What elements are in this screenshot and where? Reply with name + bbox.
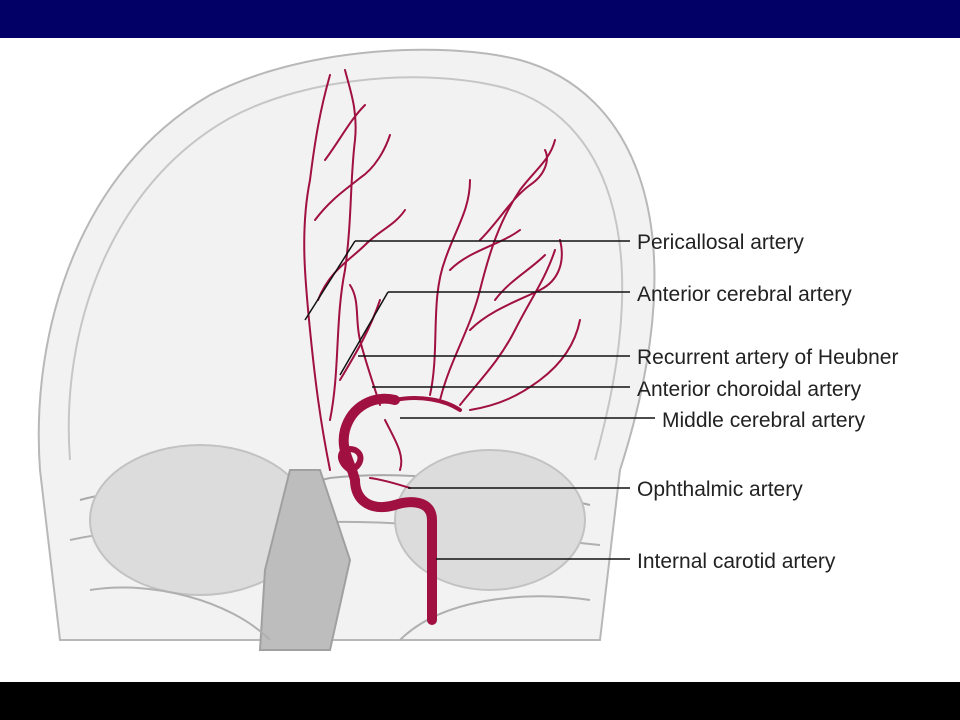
label-anterior-cerebral-artery: Anterior cerebral artery [637, 283, 852, 306]
footer-bar [0, 682, 960, 720]
header-bar [0, 0, 960, 38]
skull [37, 48, 656, 651]
ophthalmic-vessel [369, 477, 411, 489]
label-middle-cerebral-artery: Middle cerebral artery [662, 409, 866, 432]
skull-artery-illustration: Pericallosal artery Anterior cerebral ar… [0, 38, 960, 682]
middle-cerebral-vessel [393, 396, 462, 412]
diagram-canvas [37, 48, 656, 651]
label-recurrent-artery-of-heubner: Recurrent artery of Heubner [637, 346, 899, 369]
middle-cerebral-branches [429, 139, 581, 411]
cranium-inner [67, 76, 624, 461]
label-anterior-choroidal-artery: Anterior choroidal artery [637, 378, 862, 401]
leader-lines [304, 240, 655, 560]
internal-carotid-vessel [338, 393, 437, 625]
right-orbit [394, 449, 586, 591]
leader-pericallosal-diag [304, 240, 356, 321]
maxilla [89, 586, 591, 641]
anterior-cerebral-branches [303, 69, 406, 471]
leader-anterior-cerebral-diag [339, 291, 389, 376]
label-ophthalmic-artery: Ophthalmic artery [637, 478, 803, 501]
label-pericallosal-artery: Pericallosal artery [637, 231, 804, 254]
carotid-loop [338, 446, 364, 473]
artery-network [303, 69, 581, 625]
anterior-choroidal-vessel [384, 419, 403, 471]
nasal-cavity [258, 469, 352, 651]
label-internal-carotid-artery: Internal carotid artery [637, 550, 836, 573]
